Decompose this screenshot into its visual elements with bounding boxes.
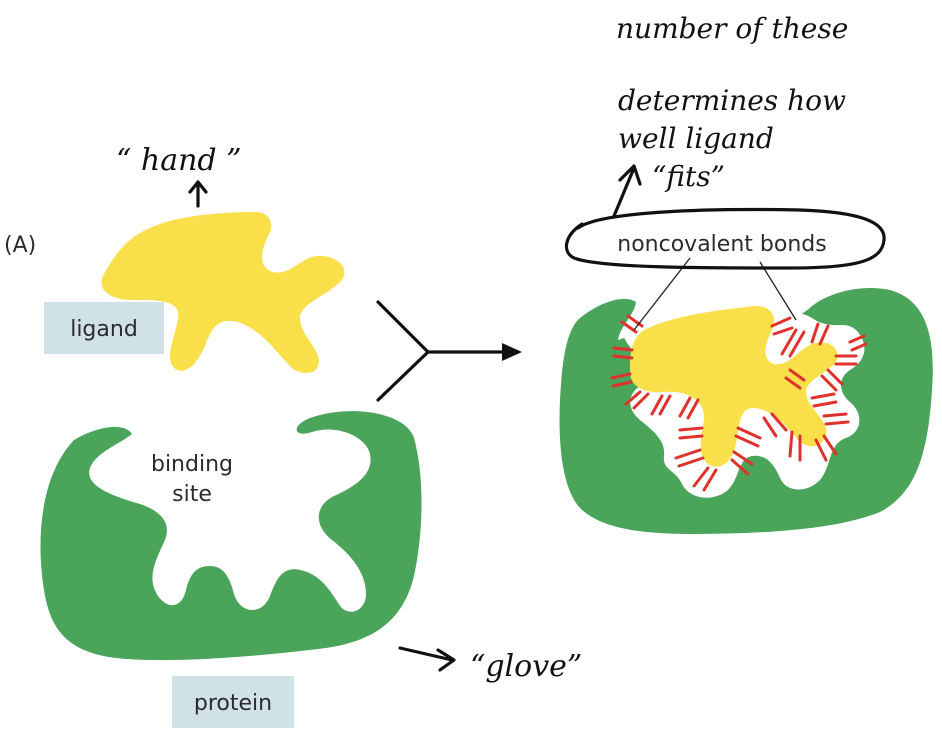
handwritten-circle <box>564 207 886 270</box>
ligand-shape <box>101 212 345 373</box>
merge-arrowhead <box>502 343 522 361</box>
binding-site-label-line2: site <box>172 482 212 507</box>
protein-shape <box>40 411 422 661</box>
noncovalent-bonds-label: noncovalent bonds <box>617 232 826 257</box>
note-line-3: well ligand <box>618 122 774 155</box>
ligand-label-box <box>44 302 164 354</box>
glove-arrow-head <box>436 648 456 672</box>
glove-arrow-shaft <box>398 646 454 662</box>
note-arrow-shaft <box>612 166 636 218</box>
complex-ligand-shape <box>630 306 838 467</box>
callout-line-left <box>633 257 691 331</box>
hand-annotation: “ hand ” <box>116 143 241 178</box>
noncovalent-bond-marks <box>610 314 868 492</box>
binding-site-label-line1: binding <box>151 452 233 477</box>
note-line-4: “fits” <box>652 160 725 193</box>
protein-label: protein <box>194 691 272 716</box>
note-arrow-head <box>618 164 642 186</box>
merge-arrow <box>376 300 512 402</box>
ligand-label: ligand <box>70 317 138 342</box>
panel-label: (A) <box>4 233 36 258</box>
glove-annotation: “glove” <box>470 649 582 684</box>
note-line-2: determines how <box>618 84 846 117</box>
note-line-1: number of these <box>616 12 848 45</box>
callout-line-right <box>759 261 797 321</box>
hand-arrow-head <box>188 180 208 194</box>
protein-label-box <box>172 676 294 728</box>
